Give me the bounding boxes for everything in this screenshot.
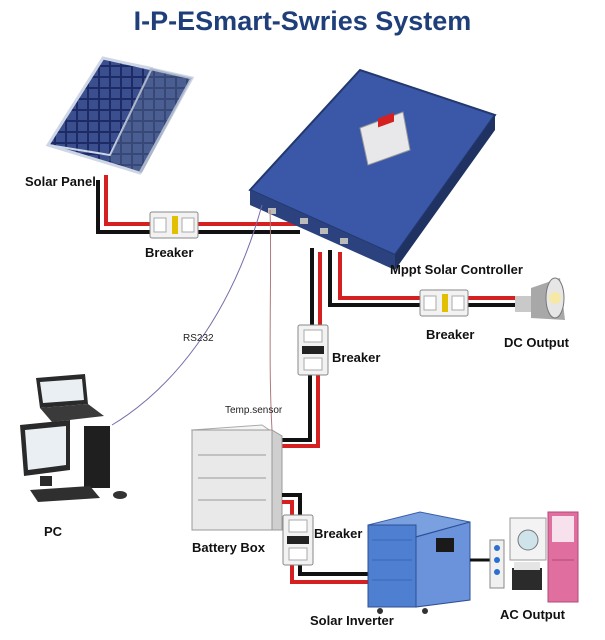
solar-panel-icon [45,56,195,175]
mppt-controller-icon [248,68,497,270]
solar-panel-label: Solar Panel [25,174,96,189]
wires-dc [328,250,520,307]
breaker-top-icon [149,211,199,239]
breaker-dc-label: Breaker [426,327,475,342]
temp-sensor-label: Temp.sensor [225,405,283,416]
solar-inverter-label: Solar Inverter [310,613,394,628]
rs232-label: RS232 [183,333,214,344]
wires-solar [96,175,300,234]
led-bulb-icon [515,277,565,320]
desktop-pc-icon [20,420,127,502]
battery-box-label: Battery Box [192,540,265,555]
page-title: I-P-ESmart-Swries System [133,6,472,36]
breaker-dc-icon [419,289,469,317]
pc-label: PC [44,524,63,539]
comm-cables [111,204,273,431]
ac-output-label: AC Output [500,607,565,622]
battery-box-icon [190,424,283,531]
wires-inverter [282,493,380,584]
breaker-bottom-label: Breaker [314,526,363,541]
laptop-icon [36,374,104,422]
wires-battery [282,248,322,448]
breaker-mid-label: Breaker [332,350,381,365]
ac-output-icon [489,511,579,603]
controller-label: Mppt Solar Controller [390,262,523,277]
breaker-bottom-icon [282,514,314,566]
solar-inverter-icon [367,511,471,614]
breaker-top-label: Breaker [145,245,194,260]
breaker-mid-icon [297,324,329,376]
dc-output-label: DC Output [504,335,569,350]
